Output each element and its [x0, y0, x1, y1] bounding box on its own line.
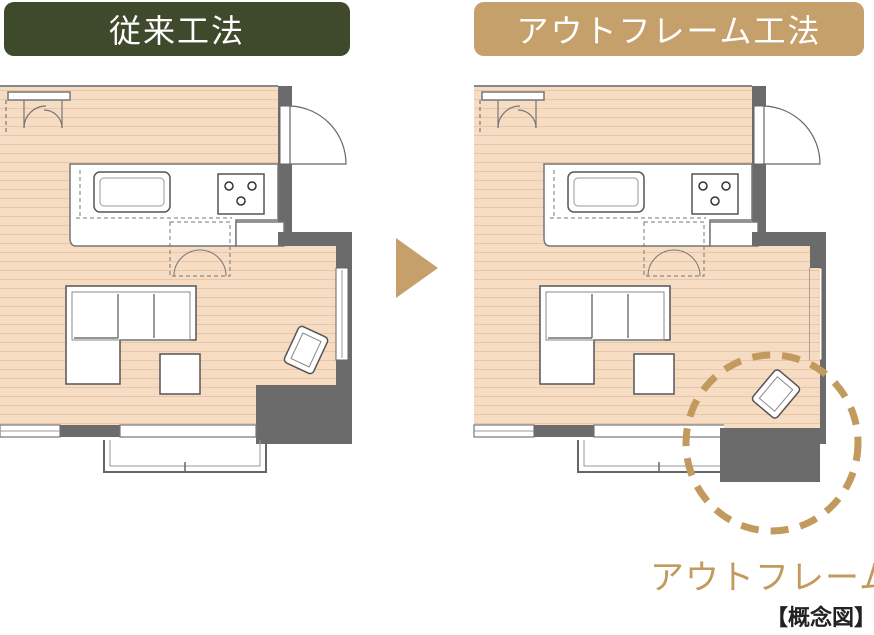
concept-note: 【概念図】	[766, 606, 874, 631]
outframe-label: アウトフレーム	[650, 558, 874, 598]
outframe-highlight	[682, 351, 862, 535]
plan-conventional	[0, 85, 353, 473]
triangle-right-icon	[396, 238, 438, 298]
plan-outframe	[473, 85, 862, 535]
title-outframe: アウトフレーム工法	[474, 2, 864, 56]
title-conventional: 従来工法	[4, 2, 350, 56]
armchair-icon	[751, 369, 801, 419]
armchair-icon	[283, 325, 329, 375]
